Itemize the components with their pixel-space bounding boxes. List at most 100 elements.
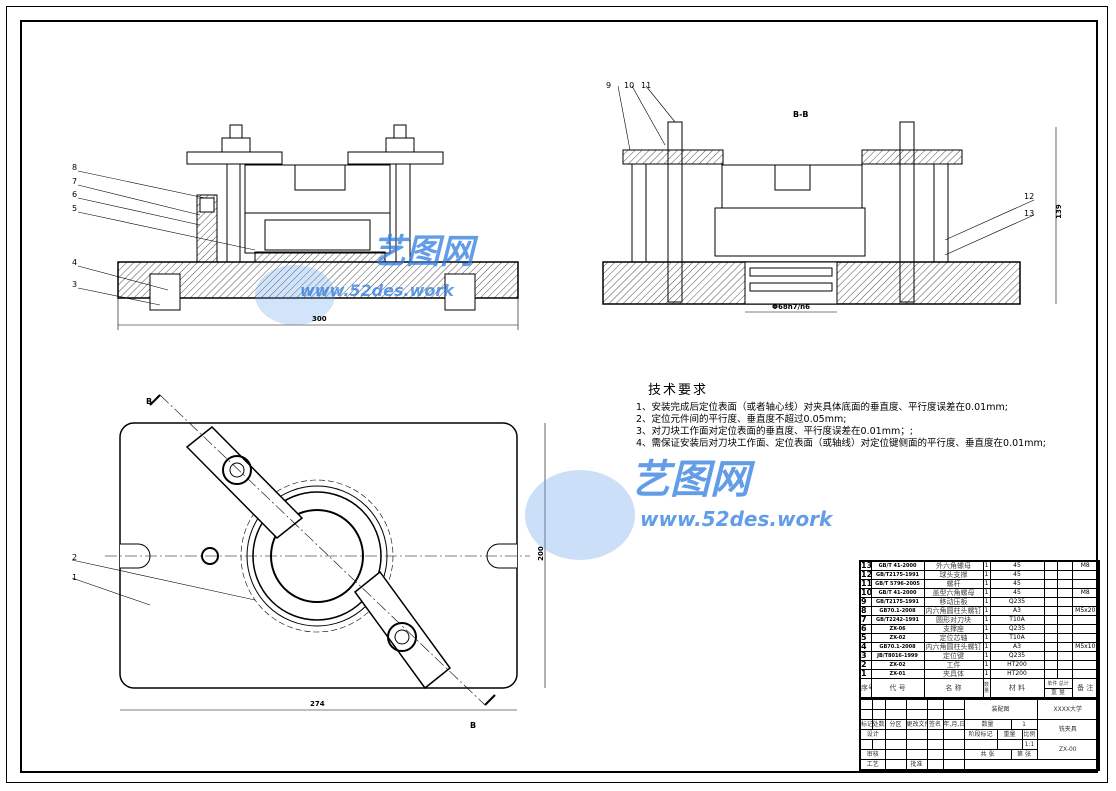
bom-cell-qty: 1	[982, 597, 991, 607]
drawing-number: ZX-00	[1036, 739, 1100, 760]
watermark-url: www.52des.work	[300, 281, 454, 300]
bom-cell-no: 6	[859, 624, 872, 634]
tech-requirement-item: 4、需保证安装后对刀块工作面、定位表面（或轴线）对定位键侧面的平行度、垂直度在0…	[636, 438, 1046, 449]
bom-cell-total	[1056, 660, 1073, 670]
bom-cell-note	[1071, 633, 1100, 643]
bom-cell-note	[1071, 660, 1100, 670]
watermark-globe-icon	[525, 470, 635, 560]
bom-cell-code: ZX-01	[870, 669, 925, 679]
bom-cell-qty: 1	[982, 660, 991, 670]
bom-cell-material: Q235	[989, 624, 1045, 634]
bom-header-row: 序号 代 号 名 称 数量 材 料 单件 总计 重 量 备 注	[859, 678, 1100, 699]
bom-cell-qty: 1	[982, 615, 991, 625]
bom-cell-unit	[1043, 651, 1058, 661]
watermark-brand: 艺图网	[372, 232, 474, 272]
bom-cell-no: 5	[859, 633, 872, 643]
bom-cell-unit	[1043, 624, 1058, 634]
watermark-globe-icon	[255, 265, 335, 325]
bom-header-code: 代 号	[870, 678, 925, 699]
tech-requirement-item: 2、定位元件间的平行度、垂直度不超过0.05mm;	[636, 414, 847, 425]
bom-cell-no: 7	[859, 615, 872, 625]
bom-cell-qty: 1	[982, 642, 991, 652]
bom-cell-code: GB70.1-2008	[870, 606, 925, 616]
bom-cell-qty: 1	[982, 624, 991, 634]
sheet-inner-border	[20, 20, 1098, 773]
section-view-b-b	[602, 85, 1057, 313]
bom-cell-total	[1056, 624, 1073, 634]
bom-cell-code: GB/T 41-2000	[870, 588, 925, 598]
bom-header-no: 序号	[859, 678, 872, 699]
callout-10: 10	[624, 81, 635, 90]
tb-check: 审核	[859, 749, 886, 760]
section-mark-top: B	[146, 397, 153, 406]
callout-1: 1	[72, 573, 78, 582]
bom-cell-unit	[1043, 597, 1058, 607]
bom-header-name: 名 称	[923, 678, 984, 699]
bom-cell-qty: 1	[982, 579, 991, 589]
bom-cell-total	[1056, 560, 1073, 571]
bom-cell-unit	[1043, 615, 1058, 625]
callout-6: 6	[72, 190, 78, 199]
callout-3: 3	[72, 280, 78, 289]
bom-cell-name: 外六角螺母	[923, 560, 984, 571]
bom-cell-name: 工件	[923, 660, 984, 670]
bom-cell-note: M8	[1071, 560, 1100, 571]
bom-cell-qty: 1	[982, 606, 991, 616]
bom-cell-code: GB70.1-2008	[870, 642, 925, 652]
bom-cell-no: 1	[859, 669, 872, 679]
bom-cell-name: 圆形对刀块	[923, 615, 984, 625]
tb-weight-label: 重量	[996, 729, 1023, 740]
tb-design: 设计	[859, 729, 886, 740]
bom-cell-name: 支撑座	[923, 624, 984, 634]
bom-cell-total	[1056, 579, 1073, 589]
front-view	[77, 124, 519, 330]
bill-of-materials: 13GB/T 41-2000外六角螺母145M812GB/T2175-1991球…	[859, 560, 1100, 699]
bom-header-unit: 单件	[1047, 680, 1058, 687]
tb-sign: 签名	[926, 719, 944, 730]
callout-4: 4	[72, 258, 78, 267]
bom-cell-total	[1056, 642, 1073, 652]
bom-cell-unit	[1043, 606, 1058, 616]
tb-scale: 1:1	[1021, 739, 1038, 750]
bom-cell-name: 定位芯轴	[923, 633, 984, 643]
bom-cell-note	[1071, 669, 1100, 679]
tb-sheets: 共 张	[963, 749, 1012, 760]
tech-requirement-item: 3、对刀块工作面对定位表面的垂直度、平行度误差在0.01mm；;	[636, 426, 913, 437]
tech-requirements-title: 技术要求	[648, 383, 709, 398]
drawing-type: 装配图	[963, 698, 1038, 720]
bom-cell-name: 内六角圆柱头螺钉	[923, 642, 984, 652]
bom-cell-note	[1071, 651, 1100, 661]
watermark-brand: 艺图网	[630, 457, 750, 503]
bom-cell-no: 13	[859, 560, 872, 571]
bom-cell-note	[1071, 615, 1100, 625]
bom-cell-total	[1056, 570, 1073, 580]
bom-cell-note	[1071, 597, 1100, 607]
technical-requirements: 技术要求 1、安装完成后定位表面（或者轴心线）对夹具体底面的垂直度、平行度误差在…	[636, 383, 1046, 450]
bom-cell-name: 盖型六角螺母	[923, 588, 984, 598]
bom-header-total: 总计	[1058, 680, 1069, 687]
bom-cell-material: HT200	[989, 669, 1045, 679]
bom-cell-material: 45	[989, 570, 1045, 580]
dim-top-width: 274	[310, 700, 325, 708]
bom-cell-material: Q235	[989, 597, 1045, 607]
tb-zone: 分区	[884, 719, 907, 730]
tb-sheet: 第 张	[1010, 749, 1038, 760]
bom-cell-qty: 1	[982, 651, 991, 661]
callout-9: 9	[606, 81, 612, 90]
bom-cell-material: 45	[989, 560, 1045, 571]
section-mark-bottom: B	[470, 721, 477, 730]
bom-cell-no: 3	[859, 651, 872, 661]
bom-cell-material: Q235	[989, 651, 1045, 661]
bom-cell-qty: 1	[982, 669, 991, 679]
bom-cell-code: JB/T8016-1999	[870, 651, 925, 661]
bom-cell-no: 9	[859, 597, 872, 607]
callout-11: 11	[641, 81, 652, 90]
